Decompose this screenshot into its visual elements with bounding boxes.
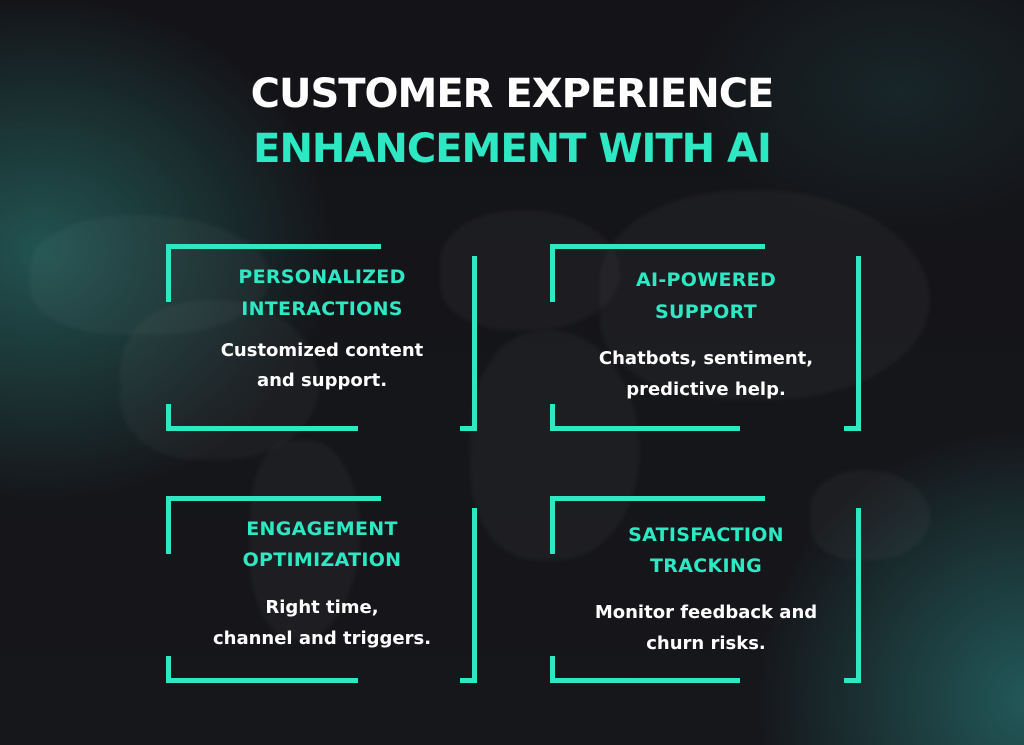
bracket-right [856,508,861,683]
bracket-top-left [550,496,555,554]
card-description: and support. [256,370,388,391]
card-heading: PERSONALIZED [238,266,406,288]
bracket-top-left [166,244,171,302]
card-heading: SUPPORT [655,301,757,323]
card-heading: AI-POWERED [635,269,777,291]
bracket-top-left [550,244,765,249]
bracket-top-left [550,496,765,501]
card-description: Customized content [220,340,424,361]
card-heading: ENGAGEMENT [246,518,398,540]
card-description: Monitor feedback and [594,602,818,623]
bracket-right [460,426,477,431]
card-satisfaction-tracking: SATISFACTION TRACKING Monitor feedback a… [550,496,862,683]
card-description: Right time, [265,597,379,618]
page-title-line2: ENHANCEMENT WITH AI [253,126,772,172]
bracket-right [844,678,861,683]
card-description: predictive help. [626,379,786,400]
bracket-right [856,256,861,431]
card-heading: SATISFACTION [628,524,784,546]
bracket-bottom-left [166,404,171,431]
bracket-right [472,256,477,431]
card-description: churn risks. [646,633,766,654]
card-engagement-optimization: ENGAGEMENT OPTIMIZATION Right time, chan… [166,496,478,683]
bracket-top-left [550,244,555,302]
card-personalized-interactions: PERSONALIZED INTERACTIONS Customized con… [166,244,478,431]
bracket-bottom-left [166,678,358,683]
bracket-bottom-left [166,426,358,431]
card-heading: TRACKING [650,555,762,577]
bracket-right [844,426,861,431]
bracket-right [472,508,477,683]
bracket-top-left [166,496,171,554]
card-description: Chatbots, sentiment, [598,348,814,369]
bracket-bottom-left [166,656,171,683]
card-heading: INTERACTIONS [241,298,403,320]
bracket-top-left [166,496,381,501]
bracket-bottom-left [550,656,555,683]
bracket-right [460,678,477,683]
bracket-top-left [166,244,381,249]
bracket-bottom-left [550,426,740,431]
card-heading: OPTIMIZATION [242,549,402,571]
bracket-bottom-left [550,678,740,683]
card-ai-powered-support: AI-POWERED SUPPORT Chatbots, sentiment, … [550,244,862,431]
page-title-line1: CUSTOMER EXPERIENCE [250,71,775,117]
card-description: channel and triggers. [212,628,432,649]
bracket-bottom-left [550,404,555,431]
